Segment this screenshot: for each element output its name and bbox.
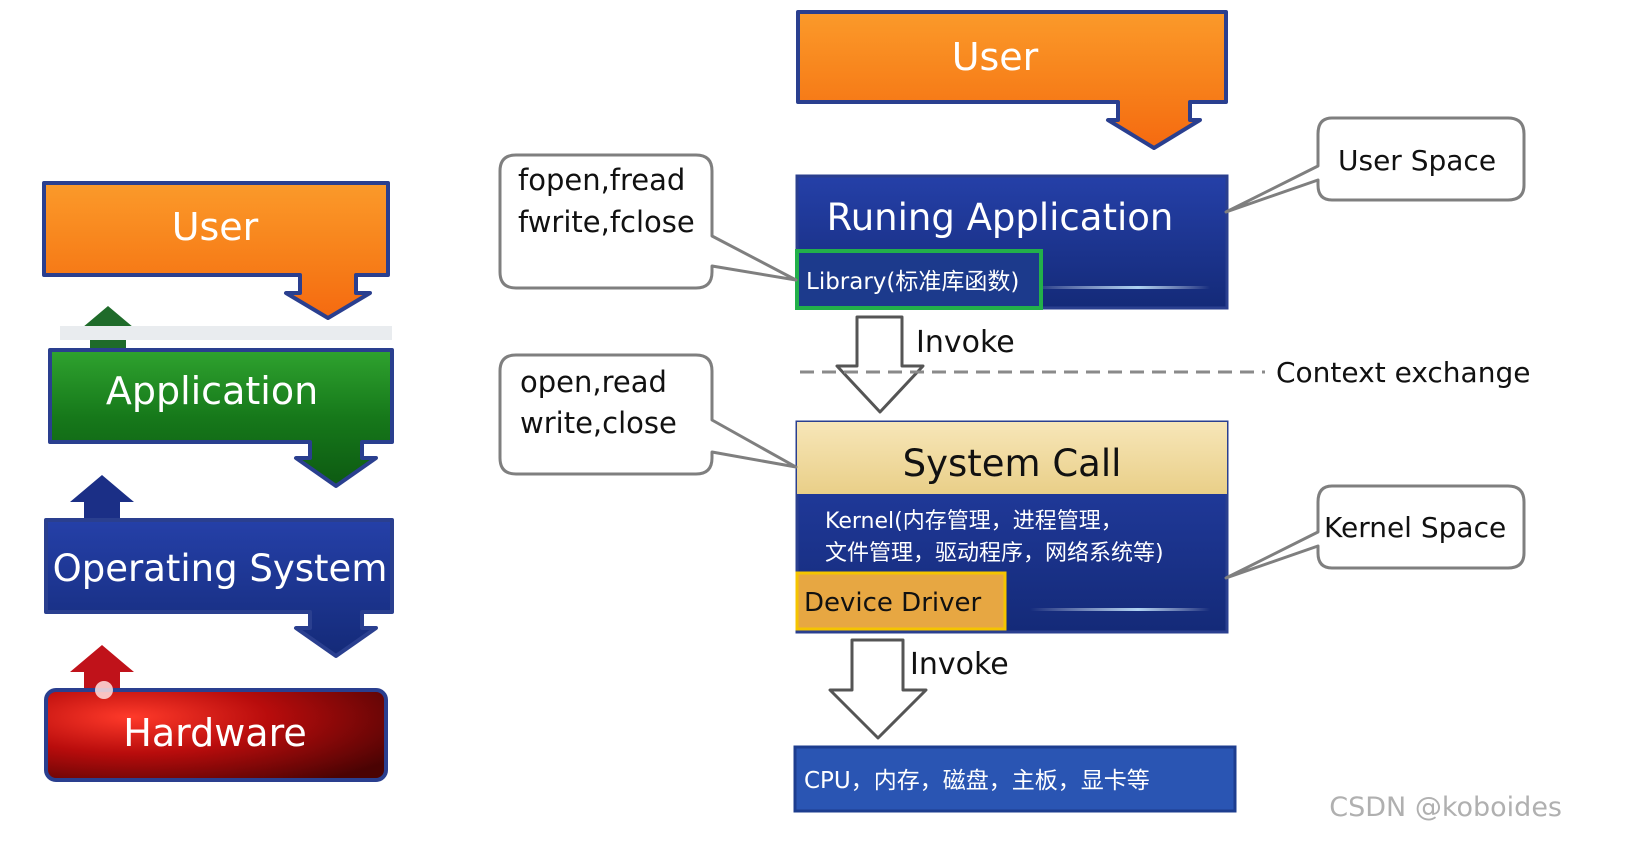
user-space-callout: User Space (1224, 116, 1526, 214)
kernel-space-callout: Kernel Space (1224, 484, 1526, 580)
up-arrow-icon (70, 645, 134, 692)
left-application-label: Application (106, 369, 318, 413)
right-user-label: User (952, 35, 1039, 79)
right-user-box: User (796, 10, 1228, 150)
library-label: Library(标准库函数) (806, 269, 1019, 295)
syscall-callout: open,read write,close (498, 353, 798, 476)
left-os-box: Operating System (44, 518, 394, 658)
context-exchange-label: Context exchange (1276, 356, 1530, 389)
up-arrow-icon (70, 475, 134, 522)
callouts: fopen,fread fwrite,fclose open,read writ… (498, 116, 1526, 580)
hardware-bar: CPU，内存，磁盘，主板，显卡等 (793, 745, 1237, 813)
watermark: CSDN @koboides (1329, 792, 1562, 823)
invoke-arrow-icon (835, 315, 925, 414)
stdio-line-1: fopen,fread (518, 163, 685, 197)
left-user-label: User (172, 205, 259, 249)
invoke-label-1: Invoke (916, 325, 1015, 360)
kernel-line-1: Kernel(内存管理，进程管理， (825, 509, 1123, 534)
left-os-label: Operating System (53, 547, 388, 590)
syscall-line-1: open,read (520, 365, 667, 399)
kernel-line-2: 文件管理，驱动程序，网络系统等) (825, 541, 1164, 566)
right-flow: User Runing Application Library(标准库函数) I… (793, 10, 1530, 813)
stdio-line-2: fwrite,fclose (518, 205, 695, 239)
invoke-label-2: Invoke (910, 647, 1009, 682)
stdio-callout: fopen,fread fwrite,fclose (498, 153, 798, 290)
left-stack: User Application Operating System Hardwa… (42, 181, 394, 782)
device-driver-box (795, 571, 1007, 631)
library-box (795, 249, 1043, 310)
left-application-box: Application (48, 326, 394, 488)
hardware-bar-label: CPU，内存，磁盘，主板，显卡等 (804, 768, 1150, 794)
running-application-label: Runing Application (827, 196, 1174, 239)
system-call-label: System Call (903, 442, 1122, 485)
device-driver-label: Device Driver (804, 588, 981, 618)
left-hardware-label: Hardware (123, 711, 306, 755)
syscall-line-2: write,close (520, 406, 677, 440)
user-space-label: User Space (1338, 144, 1496, 177)
left-hardware-box: Hardware (44, 681, 388, 782)
kernel-box: System Call Kernel(内存管理，进程管理， 文件管理，驱动程序，… (795, 420, 1229, 634)
running-application-box: Runing Application Library(标准库函数) (795, 174, 1229, 310)
invoke-arrow-icon (828, 638, 928, 740)
left-user-box: User (42, 181, 390, 320)
kernel-space-label: Kernel Space (1324, 511, 1506, 544)
